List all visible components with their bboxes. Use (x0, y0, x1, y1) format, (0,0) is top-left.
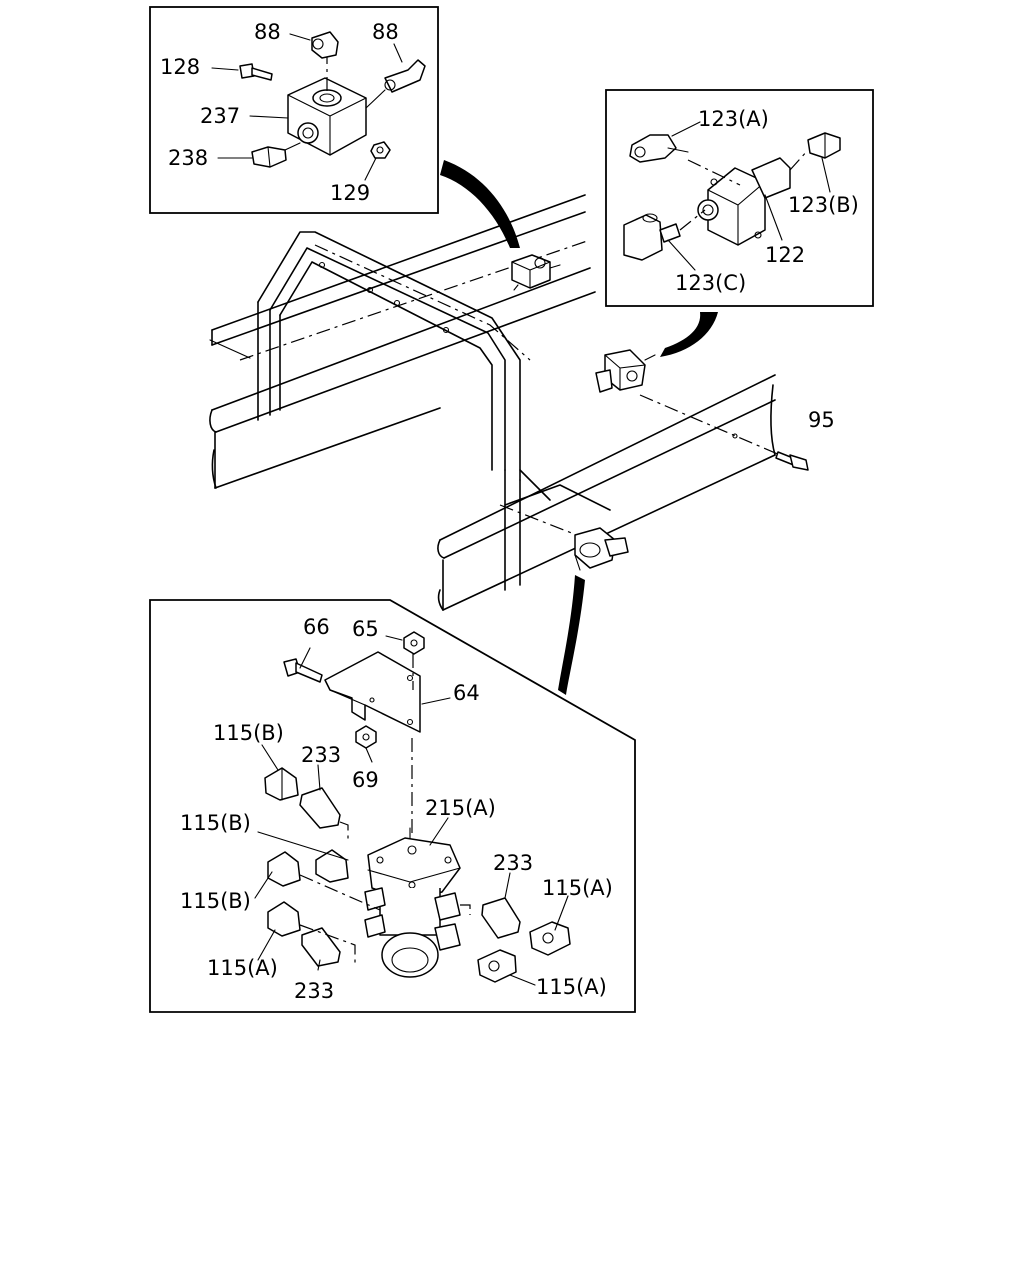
elbow-123c (623, 213, 681, 261)
callout-128: 128 (160, 55, 200, 79)
bolt-66 (283, 658, 323, 683)
detail-box-top-right (605, 89, 874, 307)
chassis-frame (209, 194, 781, 611)
elbow-115b-1 (264, 767, 299, 801)
callout-95: 95 (808, 408, 835, 432)
leaders-top-right (667, 121, 831, 271)
callout-115a-3: 115(A) (536, 975, 607, 999)
fitting-233-2 (481, 897, 521, 939)
pointer-arrow-top-left (440, 160, 520, 248)
bolt-128 (239, 63, 273, 81)
callout-233-2: 233 (493, 851, 533, 875)
fitting-238 (251, 146, 287, 168)
elbow-115a-2 (529, 921, 571, 956)
relay-valve-215a (364, 827, 461, 978)
labels-bottom: 66 65 64 69 115(B) 233 215(A) 115(B) 233… (180, 615, 613, 1003)
valve-block-237 (287, 50, 367, 156)
elbow-88-left (311, 31, 339, 59)
callout-115b-3: 115(B) (180, 889, 251, 913)
labels-main: 95 (808, 408, 835, 432)
callout-129: 129 (330, 181, 370, 205)
callout-66: 66 (303, 615, 330, 639)
fitting-233-3 (301, 927, 341, 967)
fitting-123b (807, 132, 841, 159)
callout-88-right: 88 (372, 20, 399, 44)
nut-69 (355, 725, 377, 749)
callout-123c: 123(C) (675, 271, 746, 295)
callout-238: 238 (168, 146, 208, 170)
frame-mounted-relay-valve (574, 527, 629, 571)
nut-129 (370, 141, 391, 159)
elbow-123a (629, 134, 689, 163)
callout-123b: 123(B) (788, 193, 859, 217)
callout-88-left: 88 (254, 20, 281, 44)
nut-65 (403, 631, 425, 655)
leaders-top-left (211, 33, 403, 181)
callout-233-1: 233 (301, 743, 341, 767)
callout-122: 122 (765, 243, 805, 267)
detail-box-top-left (149, 6, 439, 214)
bolt-95 (775, 451, 809, 471)
callout-123a: 123(A) (698, 107, 769, 131)
elbow-88-right (384, 59, 426, 93)
labels-top-left: 88 88 128 237 238 129 (160, 20, 399, 205)
callout-237: 237 (200, 104, 240, 128)
callout-115a-1: 115(A) (542, 876, 613, 900)
elbow-115b-3 (267, 851, 301, 887)
labels-top-right: 123(A) 123(B) 122 123(C) (675, 107, 859, 295)
callout-115a-2: 115(A) (207, 956, 278, 980)
pointer-arrow-top-right (660, 312, 718, 357)
callout-115b-2: 115(B) (180, 811, 251, 835)
bracket-64 (324, 651, 421, 733)
elbow-115a-1 (267, 901, 301, 937)
pointer-arrow-bottom (558, 575, 585, 695)
valve-body-122 (697, 157, 791, 246)
callout-69: 69 (352, 768, 379, 792)
callout-233-3: 233 (294, 979, 334, 1003)
callout-215a: 215(A) (425, 796, 496, 820)
fitting-233-1 (299, 787, 341, 829)
leaders-bottom (254, 635, 569, 986)
frame-mounted-valve-upper (511, 254, 561, 291)
callout-64: 64 (453, 681, 480, 705)
frame-mounted-valve-right (595, 349, 656, 393)
elbow-115a-3 (477, 949, 517, 983)
callout-115b-1: 115(B) (213, 721, 284, 745)
callout-65: 65 (352, 617, 379, 641)
detail-box-bottom (149, 599, 636, 1013)
